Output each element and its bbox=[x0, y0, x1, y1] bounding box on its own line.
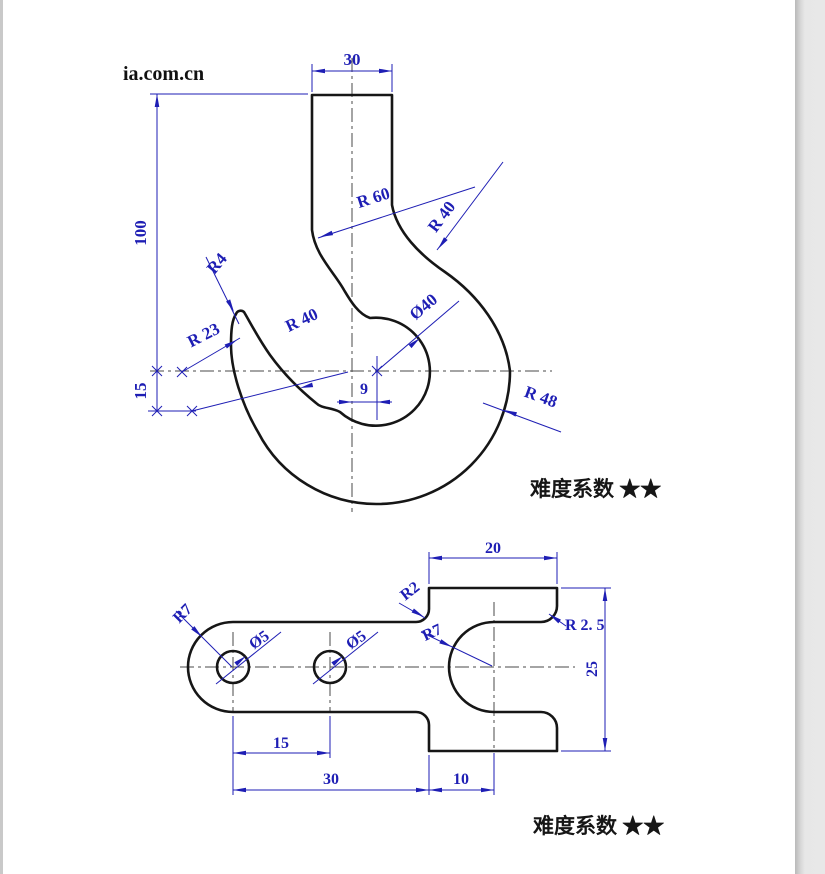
page-right-edge bbox=[795, 0, 825, 874]
dimension-arrowhead bbox=[439, 639, 452, 647]
dimension-arrowhead bbox=[438, 237, 448, 249]
dimension-arrowhead bbox=[416, 787, 429, 793]
dimension-arrowheads bbox=[154, 68, 608, 793]
bracket-hole-1 bbox=[215, 649, 251, 685]
dimension-origin-tick bbox=[176, 366, 188, 378]
hook-outline bbox=[229, 93, 512, 506]
hook-dim-r40-inner: R 40 bbox=[282, 304, 320, 335]
dimension-arrowhead bbox=[224, 340, 237, 349]
dimension-line bbox=[215, 631, 282, 685]
dimension-arrowhead bbox=[379, 68, 392, 74]
hook-dim-r4: R4 bbox=[203, 249, 231, 278]
bracket-dim-15: 15 bbox=[273, 735, 289, 752]
dimension-arrowhead bbox=[504, 410, 518, 417]
bracket-dim-r2-5: R 2. 5 bbox=[565, 617, 605, 634]
bracket-difficulty-label: 难度系数 ★★ bbox=[532, 814, 664, 838]
dimension-arrowhead bbox=[602, 738, 608, 751]
bracket-dim-hole1: Ø5 bbox=[246, 627, 273, 653]
page-left-edge bbox=[0, 0, 3, 874]
dimension-arrowhead bbox=[339, 399, 352, 405]
dimension-line bbox=[376, 300, 460, 372]
hook-centerlines bbox=[150, 58, 552, 512]
dimension-arrowhead bbox=[300, 382, 314, 388]
dimension-origin-tick bbox=[151, 365, 163, 377]
hook-difficulty-label: 难度系数 ★★ bbox=[529, 477, 661, 501]
hook-dim-9: 9 bbox=[360, 381, 368, 398]
hook-dim-r48: R 48 bbox=[522, 382, 560, 411]
dimension-arrowhead bbox=[408, 338, 420, 349]
dimension-arrowhead bbox=[191, 626, 202, 637]
dimension-line bbox=[205, 256, 240, 325]
dimension-line bbox=[191, 371, 349, 412]
dimension-arrowhead bbox=[411, 608, 424, 617]
hook-dimension-labels: 30 100 15 R 23 R 40 R4 R 60 R 40 Ø40 9 R… bbox=[131, 50, 661, 501]
bracket-dim-r2: R2 bbox=[397, 579, 423, 604]
dimension-arrowhead bbox=[317, 750, 330, 756]
dimension-line bbox=[312, 631, 379, 685]
dimension-origin-ticks bbox=[151, 365, 383, 417]
dimension-line bbox=[175, 610, 233, 668]
hook-dim-top-width: 30 bbox=[344, 50, 361, 69]
dimension-origin-tick bbox=[151, 405, 163, 417]
bracket-hole-2 bbox=[312, 649, 348, 685]
hook-dim-offset: 15 bbox=[131, 383, 150, 400]
dimension-lines bbox=[148, 64, 611, 795]
bracket-dim-10: 10 bbox=[453, 771, 469, 788]
dimension-line bbox=[482, 402, 562, 433]
dimension-arrowhead bbox=[429, 787, 442, 793]
dimension-arrowhead bbox=[544, 555, 557, 561]
dimension-arrowhead bbox=[602, 588, 608, 601]
dimension-line bbox=[436, 161, 504, 251]
bracket-dim-r7-cap: R7 bbox=[170, 601, 196, 627]
bracket-centerlines bbox=[180, 602, 575, 750]
bracket-dim-20: 20 bbox=[485, 540, 501, 557]
dimension-arrowhead bbox=[312, 68, 325, 74]
dimension-arrowhead bbox=[429, 555, 442, 561]
dimension-arrowhead bbox=[226, 299, 234, 312]
hook-dim-r23: R 23 bbox=[184, 319, 223, 351]
bracket-dimension-labels: 20 25 15 30 10 Ø5 Ø5 R7 R7 R2 R 2. 5 难度系… bbox=[170, 540, 664, 838]
dimension-arrowhead bbox=[154, 94, 160, 107]
dimension-origin-tick bbox=[186, 405, 198, 417]
site-watermark: ia.com.cn bbox=[123, 63, 204, 85]
bracket-outline bbox=[186, 586, 559, 753]
bracket-dim-25: 25 bbox=[584, 661, 601, 677]
hook-dim-r60: R 60 bbox=[354, 184, 392, 212]
dimension-arrowhead bbox=[233, 787, 246, 793]
bracket-dim-hole2: Ø5 bbox=[343, 627, 370, 653]
hook-dim-height: 100 bbox=[131, 220, 150, 246]
bracket-dim-r7-slot: R7 bbox=[420, 621, 445, 645]
dimension-line bbox=[420, 631, 493, 667]
hook-dim-r40-back: R 40 bbox=[424, 198, 459, 236]
dimension-arrowhead bbox=[320, 230, 334, 237]
dimension-line bbox=[317, 186, 476, 239]
dimension-arrowhead bbox=[549, 614, 561, 624]
dimension-arrowhead bbox=[377, 399, 390, 405]
dimension-arrowhead bbox=[331, 656, 343, 666]
dimension-arrowhead bbox=[234, 656, 246, 666]
dimension-arrowhead bbox=[481, 787, 494, 793]
hook-dim-bore: Ø40 bbox=[406, 290, 441, 324]
dimension-arrowhead bbox=[233, 750, 246, 756]
bracket-dim-30: 30 bbox=[323, 771, 339, 788]
dimension-origin-tick bbox=[371, 365, 383, 377]
